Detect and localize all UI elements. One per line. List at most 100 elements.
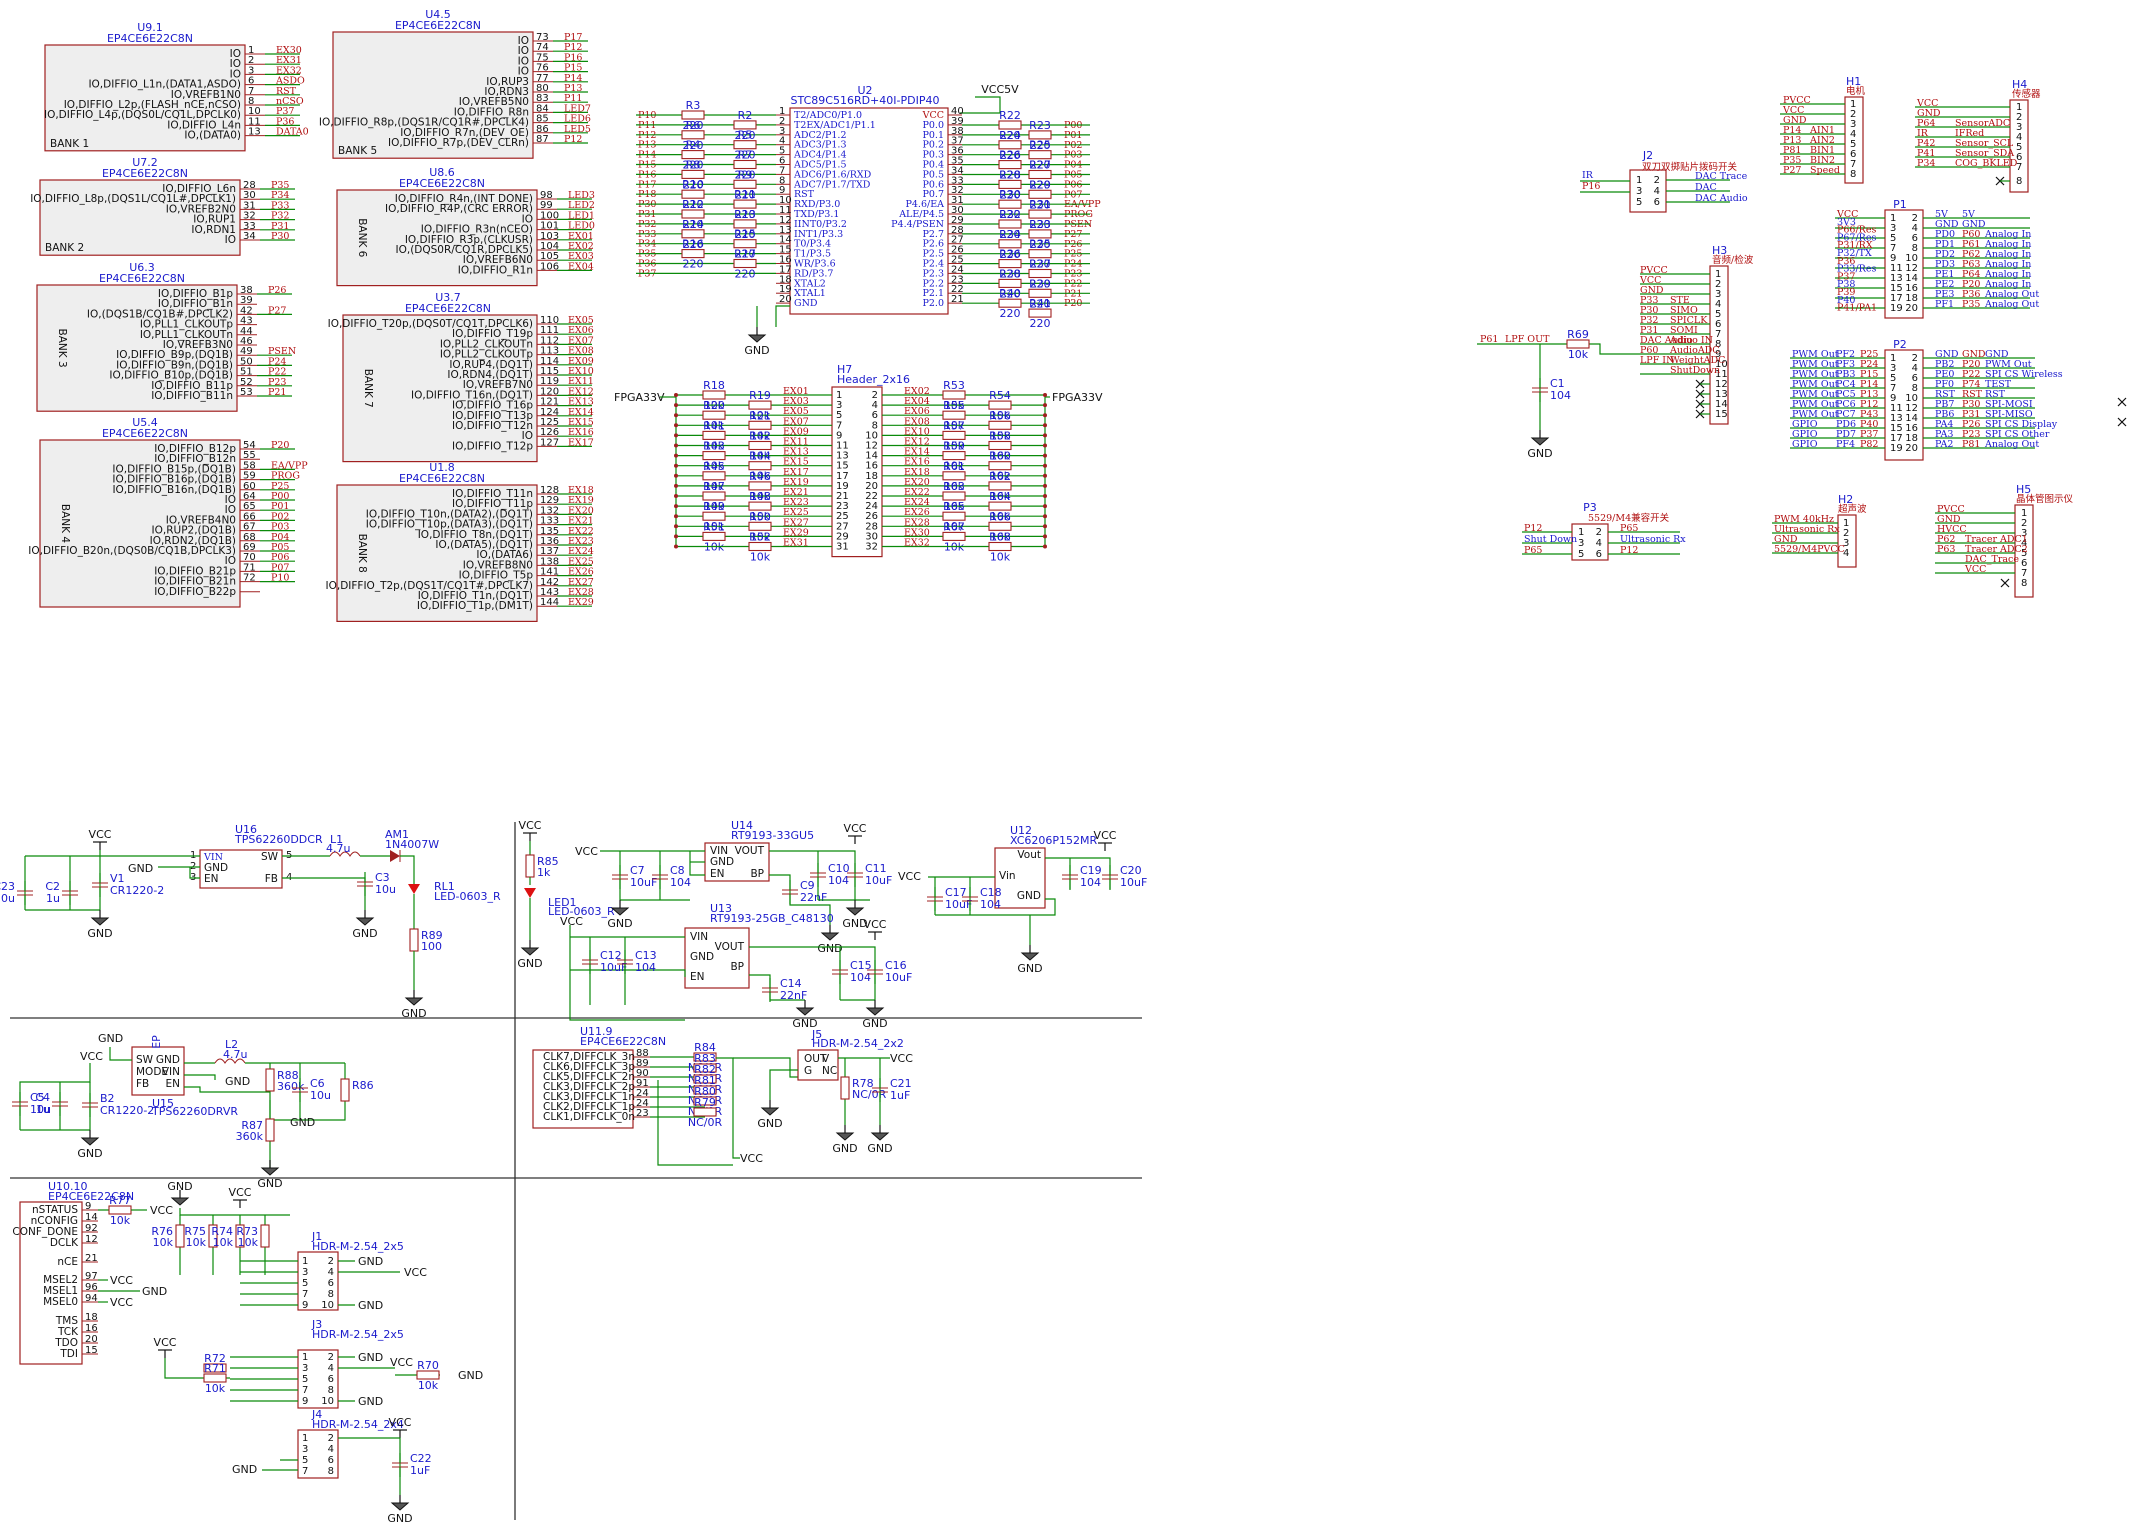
label: GND [690, 951, 714, 963]
label: 18 [85, 1312, 98, 1323]
header-pin-number: 25 [836, 511, 849, 522]
pin-number: 38 [951, 126, 964, 137]
wire [960, 96, 1001, 114]
junction-dot [1043, 524, 1047, 529]
capacitor-value: 10u [30, 1103, 51, 1116]
capacitor-value: 104 [1550, 389, 1571, 402]
net-label: EX18 [568, 485, 594, 496]
resistor-body [702, 410, 726, 420]
net-label: P34 [271, 190, 289, 201]
label: HDR-M-2.54_2x2 [812, 1037, 904, 1050]
ground-label: GND [817, 942, 842, 955]
net-label: LED5 [564, 124, 591, 135]
resistor-ref: R24 [999, 129, 1021, 142]
capacitor-ref: C5 [30, 1091, 45, 1104]
wire [775, 305, 790, 327]
power-label: VCC [154, 1336, 177, 1349]
net-label: P33 [1640, 295, 1658, 306]
label: 7 [1850, 159, 1856, 170]
pin-number: 132 [540, 505, 559, 516]
net-label: Analog In [1984, 259, 2031, 270]
pin-name: IO,DIFFIO_T19p [452, 328, 533, 340]
pin-name: IO,VREFB4N0 [166, 514, 236, 526]
label: RT9193-33GU5 [731, 829, 814, 842]
pin-name: IO,DIFFIO_L6n [162, 183, 236, 195]
capacitor-ref: C13 [635, 949, 657, 962]
header-pin-number: 12 [865, 441, 878, 452]
net-label: STE [1670, 295, 1690, 306]
net-label: SensorADC [1955, 118, 2010, 129]
fpga-bank-body [342, 314, 538, 463]
capacitor-ref: C12 [600, 949, 622, 962]
net-label: ShutDown [1670, 365, 1720, 376]
label: 1N4007W [385, 838, 439, 851]
pin-name: IO [230, 48, 241, 60]
resistor-ref: R12 [682, 198, 704, 211]
net-label: 5529/M4PVCC [1774, 544, 1845, 555]
label: 10 [1715, 359, 1728, 370]
ground-icon [835, 1132, 855, 1141]
resistor-ref: R32 [999, 208, 1021, 221]
net-label: GND [1783, 115, 1807, 126]
pin-number: 7 [248, 86, 254, 97]
net-label: PD2 [1935, 249, 1955, 260]
net-label: EX01 [783, 386, 809, 397]
mcu-pin-name: P2.6 [922, 239, 944, 250]
fpga-bank-body [39, 179, 241, 256]
label: U12 [1010, 824, 1032, 837]
resistor-ref: R54 [989, 389, 1011, 402]
net-label: EX28 [568, 587, 594, 598]
bank-label: BANK 5 [338, 145, 377, 157]
net-label: EX03 [783, 396, 809, 407]
net-label: GND [1917, 108, 1941, 119]
net-label: P32/TX [1837, 248, 1872, 259]
pin-name: IO,DIFFIO_T1p,(DM1T) [417, 600, 533, 612]
label: 1 [1843, 518, 1849, 529]
capacitor-ref: C1 [1550, 377, 1565, 390]
ground-icon [747, 334, 767, 343]
label: 11 [1890, 263, 1903, 274]
power-label-right: FPGA33V [1052, 391, 1103, 404]
net-label: EX28 [904, 517, 930, 528]
inductor-icon [329, 851, 361, 857]
resistor-body [998, 298, 1022, 308]
mcu-value: STC89C516RD+40I-PDIP40 [791, 94, 940, 107]
resistor-value: 220 [1000, 169, 1021, 182]
net-label: DATA0 [276, 127, 309, 138]
pin-name: IO,RDN2,(DQ1B) [150, 535, 236, 547]
label: BP [750, 868, 764, 880]
fpga-bank-value: EP4CE6E22C8N [102, 167, 188, 180]
mcu-pin-name: VCC [922, 110, 944, 121]
label: 5 [2016, 142, 2022, 153]
resistor-ref: R78 [852, 1077, 874, 1090]
fpga-bank-value: EP4CE6E22C8N [102, 427, 188, 440]
header-pin-number: 13 [836, 451, 849, 462]
resistor-body [942, 471, 966, 481]
resistor-ref: R76 [151, 1225, 173, 1238]
pin-name: IO,DIFFIO_B10p,(DQ1B) [109, 370, 233, 382]
net-label: PF1 [1935, 299, 1954, 310]
label: CLK1,DIFFCLK_0n [543, 1111, 635, 1123]
regulator-u16: U16TPS62260DDCRVINGNDENSWFB12354VCCC2310… [0, 823, 501, 1020]
resistor-body [988, 501, 1012, 511]
net-label: SPI-MISO [1985, 409, 2033, 420]
net-label: EX22 [568, 526, 594, 537]
label: 1 [1715, 269, 1721, 280]
net-label: EX12 [904, 437, 930, 448]
resistor-body [988, 461, 1012, 471]
pin-name: IO,PLL2_CLKOUTp [440, 349, 534, 361]
j2-body [1629, 169, 1667, 213]
net-label: EX21 [783, 487, 809, 498]
resistor-body [1028, 169, 1052, 180]
label: 18 [1905, 433, 1918, 444]
capacitor-value: 104 [635, 961, 656, 974]
